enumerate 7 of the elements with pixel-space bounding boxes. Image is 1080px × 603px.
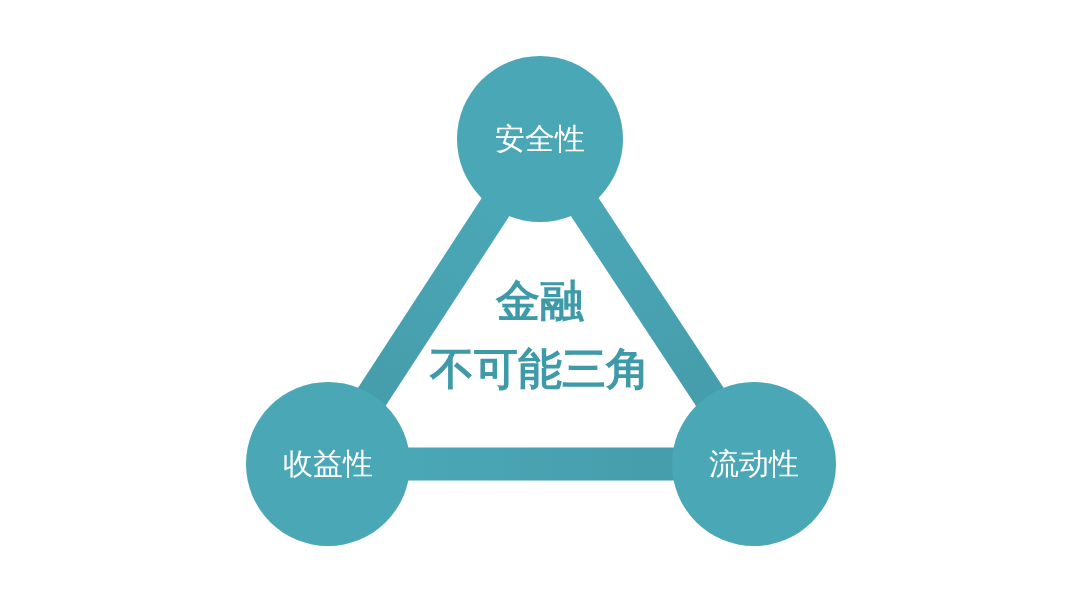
circle-node: 收益性 — [246, 382, 410, 546]
connector-band — [357, 197, 510, 406]
diagram-title: 金融不可能三角 — [428, 275, 651, 395]
connector-band — [570, 197, 724, 407]
connector-band — [408, 447, 674, 481]
circle-node: 安全性 — [457, 56, 623, 222]
circle-node: 流动性 — [672, 382, 836, 546]
